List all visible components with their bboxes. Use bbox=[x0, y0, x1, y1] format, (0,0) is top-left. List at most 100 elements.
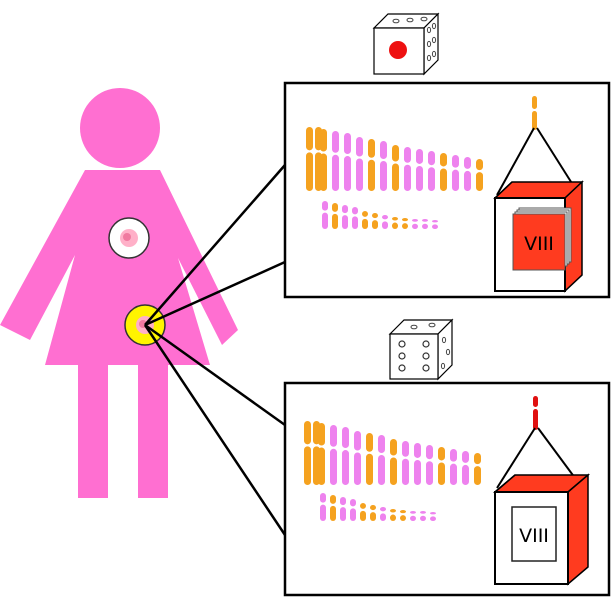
chromosome bbox=[462, 451, 469, 463]
chromosome bbox=[372, 213, 378, 219]
chromosome bbox=[366, 453, 373, 485]
figure-leg-right bbox=[138, 362, 168, 498]
chromosome bbox=[380, 141, 387, 159]
chromosome bbox=[474, 453, 481, 465]
chromosome bbox=[432, 224, 438, 229]
chromosome bbox=[350, 508, 356, 521]
chromosome bbox=[368, 159, 375, 191]
top-volume-cube: VIII bbox=[493, 180, 584, 293]
chromosome bbox=[474, 466, 481, 485]
chromosome bbox=[440, 153, 447, 167]
chromosome bbox=[354, 452, 361, 485]
chromosome bbox=[368, 139, 375, 158]
chromosome bbox=[428, 167, 435, 191]
chromosome bbox=[422, 219, 428, 222]
cell-icon bbox=[108, 217, 150, 259]
chromosome bbox=[392, 163, 399, 191]
chromosome bbox=[402, 223, 408, 229]
chromosome bbox=[412, 223, 418, 229]
chromosome bbox=[356, 137, 363, 157]
bottom-karyotype bbox=[304, 421, 481, 521]
chromosome bbox=[450, 449, 457, 462]
bottom-volume-cube: VIII bbox=[492, 473, 591, 586]
chromosome bbox=[372, 220, 378, 229]
bottom-marker-chromosome bbox=[533, 396, 538, 430]
chromosome bbox=[426, 461, 433, 485]
chromosome bbox=[416, 149, 423, 164]
chromosome bbox=[414, 459, 421, 485]
chromosome bbox=[392, 222, 398, 229]
chromosome bbox=[306, 127, 313, 151]
chromosome bbox=[304, 421, 311, 445]
chromosome bbox=[426, 445, 433, 460]
chromosome bbox=[464, 157, 471, 169]
chromosome bbox=[332, 131, 339, 153]
chromosome bbox=[320, 153, 327, 191]
die-icon bbox=[388, 318, 454, 381]
figure-head bbox=[80, 88, 160, 168]
chromosome bbox=[464, 170, 471, 191]
chromosome bbox=[340, 507, 346, 521]
chromosome bbox=[304, 446, 311, 485]
chromosome bbox=[318, 447, 325, 485]
chromosome bbox=[390, 457, 397, 485]
chromosome bbox=[392, 217, 398, 221]
chromosome bbox=[344, 133, 351, 155]
chromosome bbox=[332, 203, 338, 212]
chromosome bbox=[430, 516, 436, 521]
bottom-volume-label: VIII bbox=[519, 525, 549, 547]
chromosome bbox=[318, 423, 325, 446]
chromosome bbox=[344, 156, 351, 191]
chromosome bbox=[320, 129, 327, 152]
chromosome bbox=[420, 511, 426, 514]
chromosome bbox=[332, 213, 338, 229]
chromosome bbox=[380, 161, 387, 191]
chromosome bbox=[420, 515, 426, 521]
chromosome bbox=[330, 448, 337, 485]
chromosome bbox=[404, 164, 411, 191]
chromosome bbox=[452, 169, 459, 191]
chromosome bbox=[402, 218, 408, 222]
figure-body bbox=[0, 170, 238, 365]
chromosome bbox=[392, 145, 399, 162]
chromosome bbox=[322, 212, 328, 229]
chromosome bbox=[400, 510, 406, 514]
chromosome bbox=[438, 447, 445, 461]
chromosome bbox=[366, 433, 373, 452]
chromosome bbox=[362, 211, 368, 217]
chromosome bbox=[342, 450, 349, 485]
die-icon bbox=[372, 12, 440, 76]
chromosome bbox=[390, 509, 396, 513]
chromosome bbox=[382, 215, 388, 220]
connector-lines bbox=[143, 164, 287, 536]
chromosome bbox=[452, 155, 459, 168]
chromosome bbox=[476, 159, 483, 171]
chromosome bbox=[352, 216, 358, 229]
chromosome bbox=[438, 462, 445, 485]
chromosome bbox=[412, 219, 418, 222]
chromosome bbox=[330, 425, 337, 447]
chromosome bbox=[414, 443, 421, 458]
top-karyotype bbox=[306, 127, 483, 229]
chromosome bbox=[320, 504, 326, 521]
chromosome bbox=[416, 165, 423, 191]
chromosome bbox=[342, 205, 348, 214]
chromosome bbox=[340, 497, 346, 506]
chromosome bbox=[320, 493, 326, 503]
top-volume-label: VIII bbox=[524, 233, 554, 255]
chromosome bbox=[378, 455, 385, 485]
chromosome bbox=[476, 172, 483, 191]
chromosome bbox=[360, 503, 366, 509]
woman-silhouette-icon bbox=[0, 88, 238, 498]
chromosome bbox=[428, 151, 435, 166]
chromosome bbox=[440, 168, 447, 191]
chromosome bbox=[402, 458, 409, 485]
chromosome bbox=[350, 499, 356, 507]
figure-leg-left bbox=[78, 362, 108, 498]
chromosome bbox=[332, 154, 339, 191]
chromosome bbox=[322, 201, 328, 211]
chromosome bbox=[370, 505, 376, 511]
chromosome bbox=[390, 514, 396, 521]
chromosome bbox=[354, 431, 361, 451]
